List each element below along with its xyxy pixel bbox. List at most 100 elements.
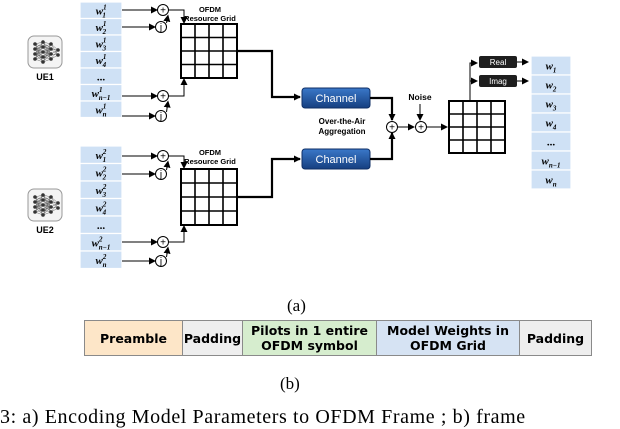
ue2-top-j-sum-link: [163, 160, 171, 171]
imag-box: [479, 75, 517, 87]
ue1-icon-node: [33, 42, 37, 46]
ue2-icon-edge: [34, 194, 44, 208]
output-weight-column-weight: wn−1: [542, 156, 561, 170]
ue2-icon-node: [49, 200, 53, 204]
ue1-icon-node: [49, 47, 53, 51]
ue1-grid-to-channel: [237, 49, 301, 101]
ue1-icon-edge: [42, 48, 52, 63]
ue1-icon-node: [56, 53, 60, 57]
ue1-icon-node: [49, 57, 53, 61]
ue1-icon-node: [41, 60, 45, 64]
real-box: [479, 56, 517, 68]
ue1-bot-to-grid: [168, 78, 188, 97]
ue2-icon-node: [41, 208, 45, 212]
ue2-icon-frame: [27, 188, 63, 222]
ue2-icon-edge: [42, 196, 52, 211]
ue2-icon-node: [41, 213, 45, 217]
ue2-ofdm-grid: [180, 168, 238, 226]
output-weight-column-weight: w1: [546, 61, 557, 75]
aggregation-label-1: Over-the-Air: [319, 117, 366, 126]
frame-segment-label: Preamble: [100, 330, 167, 346]
ue1-top-to-grid: [168, 9, 188, 24]
ue2-icon-edge: [42, 196, 52, 206]
ue1-top-j: [155, 21, 167, 33]
aggregation-label-2: Aggregation: [318, 127, 365, 136]
output-weight-column-weight: ...: [547, 137, 556, 149]
ue1-weight-column-weight: ...: [97, 71, 106, 83]
aggregation-sum-symbol: +: [389, 123, 395, 134]
channel2-to-aggregation: [370, 132, 396, 161]
ue1-icon-edge: [42, 43, 52, 63]
ue1-icon-edge: [34, 46, 44, 60]
ue1-grid-title-1: OFDM: [199, 5, 221, 14]
ue1-top-j-symbol: j: [159, 23, 162, 34]
real-label: Real: [490, 58, 507, 67]
ue2-bot-j-symbol: j: [159, 257, 162, 268]
ue2-icon-label: UE2: [36, 225, 54, 235]
noise-label: Noise: [408, 92, 431, 102]
output-weight-column-weight: w4: [546, 118, 557, 132]
ue2-grid-to-channel: [237, 155, 301, 199]
ue2-top-j-symbol: j: [159, 170, 162, 181]
frame-segment-4: Model Weights in OFDM Grid: [377, 320, 520, 356]
ue1-icon-node: [41, 40, 45, 44]
noise-sum: [415, 121, 427, 133]
ue2-top-to-grid: [168, 155, 188, 169]
ue1-bot-sum-symbol: +: [160, 92, 166, 103]
ue1-icon-label: UE1: [36, 72, 54, 82]
output-weight-column-weight: wn: [545, 175, 556, 189]
ue2-icon-edge: [34, 194, 44, 213]
ue2-bot-j-sum-link: [163, 246, 171, 258]
frame-segment-3: Pilots in 1 entire OFDM symbol: [243, 320, 377, 356]
ue2-top-j: [155, 168, 167, 180]
ue1-icon-node: [41, 50, 45, 54]
ue1-icon-node: [33, 47, 37, 51]
ue1-icon-node: [56, 48, 60, 52]
sublabel-b: (b): [280, 374, 300, 393]
ue1-icon-edge: [34, 41, 44, 55]
ue1-ofdm-grid: [180, 23, 238, 79]
ue2-weight-column-weight: ...: [97, 220, 106, 232]
ue2-icon-node: [33, 205, 37, 209]
ue2-grid-title-2: Resource Grid: [184, 157, 236, 166]
figure-caption: 3: a) Encoding Model Parameters to OFDM …: [0, 406, 526, 428]
frame-segment-2: Padding: [183, 320, 243, 356]
ue1-icon-edge: [42, 43, 52, 53]
ue2-icon-node: [33, 195, 37, 199]
ue2-icon-node: [41, 203, 45, 207]
output-weight-column-weight: w2: [546, 80, 557, 94]
ue1-icon-node: [49, 42, 53, 46]
ue2-top-sum-symbol: +: [160, 152, 166, 163]
rx-grid-to-real: [469, 59, 478, 101]
ue2-icon-edge: [42, 196, 52, 216]
ue1-icon-edge: [42, 53, 52, 63]
ue1-bot-j: [155, 110, 167, 122]
receiver-ofdm-grid: [448, 100, 506, 154]
ue2-bot-to-grid: [168, 225, 188, 243]
output-weight-column-cell: [530, 169, 572, 190]
ue1-icon-frame: [27, 35, 63, 69]
ue1-weight-column-cell: [79, 100, 123, 119]
frame-segment-5: Padding: [520, 320, 592, 356]
ue1-icon-edge: [42, 43, 52, 58]
ue2-icon-node: [56, 201, 60, 205]
ue1-grid-title-2: Resource Grid: [184, 14, 236, 23]
ue2-icon-node: [49, 195, 53, 199]
ue1-icon-node: [33, 57, 37, 61]
imag-label: Imag: [489, 77, 507, 86]
ue1-top-sum-symbol: +: [160, 6, 166, 17]
ue2-icon-edge: [50, 202, 59, 213]
ue2-icon-node: [56, 206, 60, 210]
